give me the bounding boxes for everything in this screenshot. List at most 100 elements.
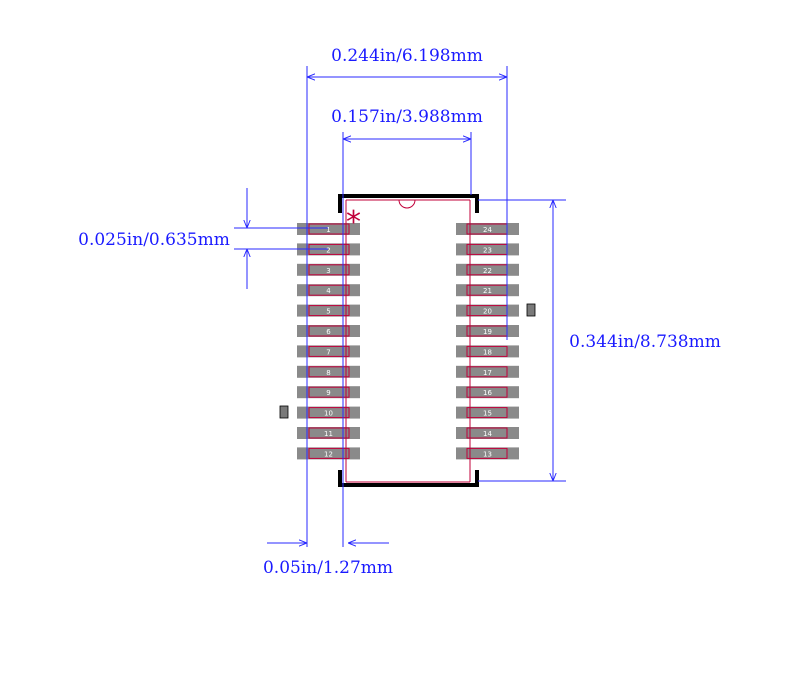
dim-overall-width-label: 0.244in/6.198mm xyxy=(331,46,483,66)
pad-3: 3 xyxy=(297,263,360,276)
pin-number: 15 xyxy=(483,410,492,418)
dim-pad-width: 0.025in/0.635mm xyxy=(78,188,328,289)
pad-21: 21 xyxy=(456,284,519,297)
pad-fill xyxy=(297,263,360,276)
dim-body-height: 0.344in/8.738mm xyxy=(478,199,721,482)
pad-fill xyxy=(297,365,360,378)
pad-fill xyxy=(297,284,360,297)
pad-24: 24 xyxy=(456,223,519,235)
pin-number: 10 xyxy=(324,410,333,418)
dim-pad-width-label: 0.025in/0.635mm xyxy=(78,230,230,250)
pin-number: 22 xyxy=(483,267,492,275)
pad-20: 20 xyxy=(456,304,519,317)
pad-outline xyxy=(308,366,350,378)
pad-1: 1 xyxy=(297,223,360,235)
pad-fill xyxy=(456,406,519,419)
pad-outline xyxy=(308,345,350,357)
dim-body-width: 0.157in/3.988mm xyxy=(331,107,483,547)
pad-23: 23 xyxy=(456,243,519,256)
pad-outline xyxy=(308,305,350,317)
pin-number: 3 xyxy=(326,267,330,275)
pad-15: 15 xyxy=(456,406,519,419)
pin-number: 13 xyxy=(483,450,492,458)
pad-11: 11 xyxy=(297,427,360,439)
pad-fill xyxy=(456,284,519,297)
dim-pitch: 0.05in/1.27mm xyxy=(263,543,393,578)
pad-outline xyxy=(308,427,350,439)
pad-outline xyxy=(466,427,508,439)
dim-body-height-label: 0.344in/8.738mm xyxy=(569,332,721,352)
dim-body-width-label: 0.157in/3.988mm xyxy=(331,107,483,127)
pad-17: 17 xyxy=(456,365,519,378)
body-outline xyxy=(338,194,479,487)
pad-fill xyxy=(297,223,360,235)
pad-10: 10 xyxy=(297,406,360,419)
pin-number: 16 xyxy=(483,389,492,397)
pad-fill xyxy=(456,243,519,256)
pad-fill xyxy=(456,263,519,276)
pad-fill xyxy=(456,365,519,378)
pad-fill xyxy=(297,345,360,358)
pin-number: 2 xyxy=(326,246,330,254)
pad-fill xyxy=(456,325,519,337)
pin1-marker: * xyxy=(346,205,361,240)
pad-fill xyxy=(297,304,360,317)
dim-overall-width: 0.244in/6.198mm xyxy=(306,46,508,547)
pin-number: 8 xyxy=(326,369,330,377)
fiducial-left xyxy=(279,405,289,419)
pad-outline xyxy=(308,284,350,296)
pad-13: 13 xyxy=(456,447,519,460)
pad-outline xyxy=(308,325,350,337)
pin-number: 20 xyxy=(483,308,492,316)
pad-fill xyxy=(297,427,360,439)
pad-outline xyxy=(466,447,508,459)
pin-number: 9 xyxy=(326,389,330,397)
pad-outline xyxy=(466,407,508,419)
pin-number: 21 xyxy=(483,287,492,295)
pad-7: 7 xyxy=(297,345,360,358)
pad-19: 19 xyxy=(456,325,519,337)
pad-fill xyxy=(456,447,519,460)
pin-number: 6 xyxy=(326,328,331,336)
pin-number: 1 xyxy=(326,226,330,234)
pin-number: 5 xyxy=(326,308,330,316)
pin-number: 11 xyxy=(324,430,333,438)
pads-right: 24 23 22 21 20 19 18 17 16 15 14 13 xyxy=(456,223,519,460)
pad-fill xyxy=(456,223,519,235)
pin-number: 23 xyxy=(483,246,492,254)
pad-fill xyxy=(456,345,519,358)
pad-outline xyxy=(466,386,508,398)
pin-number: 18 xyxy=(483,348,492,356)
pad-outline xyxy=(308,447,350,459)
pad-12: 12 xyxy=(297,447,360,460)
pad-fill xyxy=(297,325,360,337)
fiducial-right xyxy=(526,303,536,317)
pin-number: 12 xyxy=(324,450,333,458)
pad-14: 14 xyxy=(456,427,519,439)
pad-outline xyxy=(466,366,508,378)
pad-fill xyxy=(297,447,360,460)
pad-outline xyxy=(466,345,508,357)
pin-number: 7 xyxy=(326,348,330,356)
pad-outline xyxy=(308,223,350,235)
pad-8: 8 xyxy=(297,365,360,378)
pad-fill xyxy=(456,304,519,317)
pin-number: 4 xyxy=(326,287,331,295)
pad-fill xyxy=(456,427,519,439)
pad-outline xyxy=(308,386,350,398)
pad-9: 9 xyxy=(297,386,360,399)
pin-number: 24 xyxy=(483,226,492,234)
pad-fill xyxy=(297,386,360,399)
pad-18: 18 xyxy=(456,345,519,358)
pad-5: 5 xyxy=(297,304,360,317)
pad-6: 6 xyxy=(297,325,360,337)
pin-number: 14 xyxy=(483,430,492,438)
pad-16: 16 xyxy=(456,386,519,399)
pad-outline xyxy=(308,407,350,419)
pin1-notch xyxy=(398,199,416,209)
pin-number: 19 xyxy=(483,328,492,336)
pad-fill xyxy=(456,386,519,399)
pad-4: 4 xyxy=(297,284,360,297)
